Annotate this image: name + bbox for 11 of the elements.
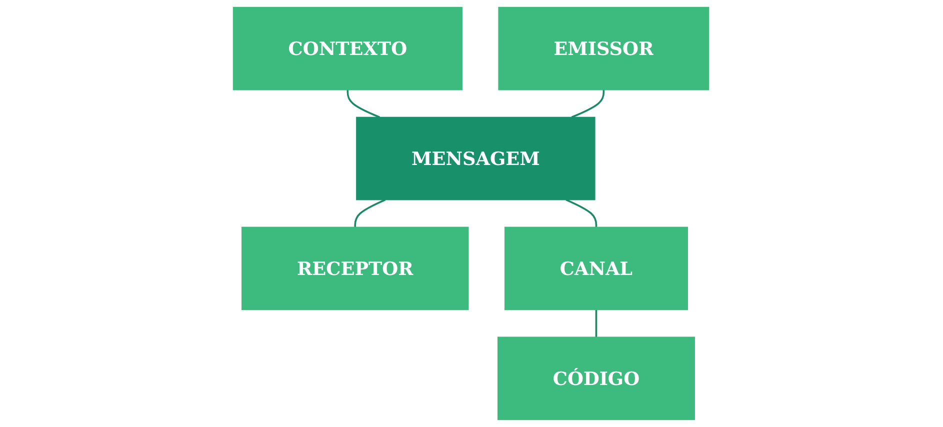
node-box: CÓDIGO [498,336,696,420]
node-box: MENSAGEM [356,116,596,200]
node-box: EMISSOR [498,6,710,90]
connector [566,198,598,228]
connector [572,90,606,118]
connector [347,90,381,118]
node-box: RECEPTOR [242,226,470,310]
connector [596,310,598,338]
connector [354,198,386,228]
node-box: CONTEXTO [233,6,463,90]
node-box: CANAL [504,226,688,310]
